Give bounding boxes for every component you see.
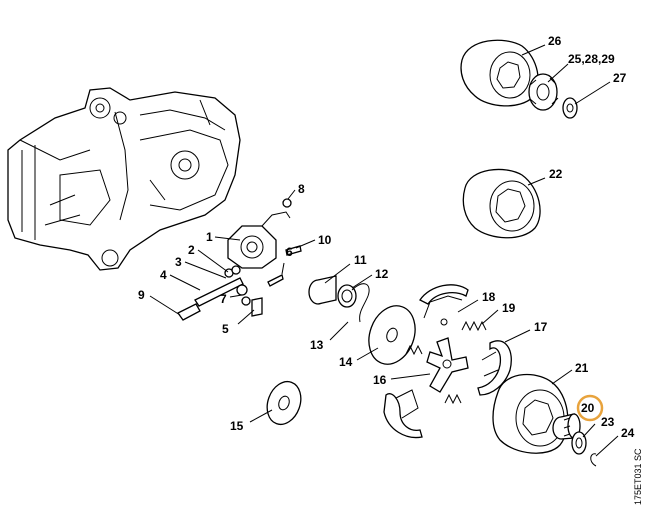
clutch-carrier — [426, 337, 469, 393]
callout-label-7: 7 — [220, 292, 227, 306]
callout-label-18: 18 — [482, 290, 496, 304]
clutch-shoe-bottom — [383, 389, 423, 439]
callout-label-9: 9 — [138, 288, 145, 302]
callout-label-8: 8 — [298, 182, 305, 196]
callout-label-2: 2 — [188, 243, 195, 257]
callout-label-17: 17 — [534, 320, 548, 334]
callout-label-26: 26 — [548, 34, 562, 48]
washer-small — [266, 380, 302, 426]
callout-label-25: 25,28,29 — [568, 52, 615, 66]
callout-label-4: 4 — [160, 268, 167, 282]
callout-label-27: 27 — [613, 71, 627, 85]
drawing-code: 175ET031 SC — [633, 448, 643, 505]
callout-label-24: 24 — [621, 426, 635, 440]
callout-label-5: 5 — [222, 322, 229, 336]
washer-large — [368, 305, 416, 365]
callout-label-14: 14 — [339, 355, 353, 369]
clutch-springs-lower — [405, 344, 462, 405]
clutch-spring-19 — [461, 320, 487, 332]
washer-27 — [562, 97, 578, 119]
highlight-ring — [576, 394, 604, 422]
callout-label-16: 16 — [373, 373, 387, 387]
oil-pump-assembly — [227, 198, 292, 269]
callout-label-13: 13 — [310, 338, 324, 352]
needle-cage-and-spring — [308, 275, 370, 323]
sprocket-drum-26 — [460, 39, 539, 107]
callout-label-19: 19 — [502, 301, 516, 315]
callout-label-10: 10 — [318, 233, 332, 247]
pump-shaft-parts — [177, 245, 302, 321]
needle-bearing-20 — [552, 413, 581, 440]
clutch-shoe-top — [419, 284, 469, 326]
callout-label-3: 3 — [175, 255, 182, 269]
callout-label-22: 22 — [549, 167, 563, 181]
leader-lines — [149, 44, 619, 457]
callout-label-21: 21 — [575, 361, 589, 375]
crankcase-housing — [7, 87, 241, 271]
callout-label-20: 20 — [581, 401, 595, 415]
washer-23 — [571, 431, 587, 455]
callout-label-11: 11 — [354, 253, 367, 267]
callout-label-12: 12 — [375, 267, 389, 281]
callout-label-1: 1 — [206, 230, 213, 244]
rim-sprocket-25 — [528, 73, 559, 111]
callout-label-15: 15 — [230, 419, 244, 433]
clutch-drum-21 — [492, 373, 569, 454]
e-clip-24 — [590, 453, 597, 467]
callout-label-23: 23 — [601, 415, 615, 429]
callout-labels: 1 2 3 4 5 6 7 8 9 10 11 12 13 14 15 16 1… — [138, 34, 635, 440]
callout-label-6: 6 — [286, 245, 293, 259]
clutch-shoe-right — [477, 340, 512, 396]
clutch-drum-22 — [462, 168, 541, 239]
